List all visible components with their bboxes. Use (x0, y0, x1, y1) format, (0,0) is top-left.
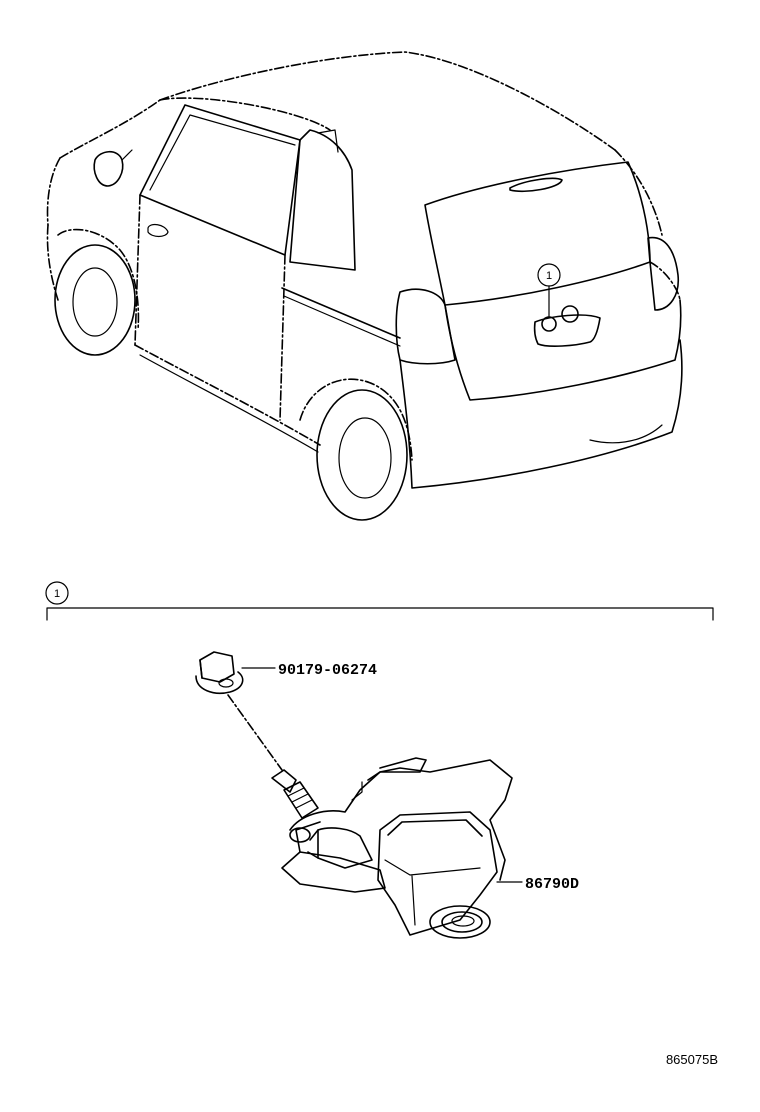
camera-assembly-part: 86790D (271, 757, 579, 939)
section-bracket: 1 (45, 581, 714, 621)
part-number-camera: 86790D (525, 876, 579, 893)
part-number-bolt: 90179-06274 (278, 662, 377, 679)
location-callout-number: 1 (546, 270, 552, 282)
drawing-reference-number: 865075B (666, 1052, 718, 1067)
vehicle-illustration: 1 (46, 51, 683, 521)
bolt-part: 90179-06274 (195, 651, 377, 771)
camera-location-marker (541, 316, 557, 332)
section-callout-circle (45, 581, 69, 605)
section-callout-number: 1 (54, 588, 60, 600)
location-callout-circle (537, 263, 561, 287)
